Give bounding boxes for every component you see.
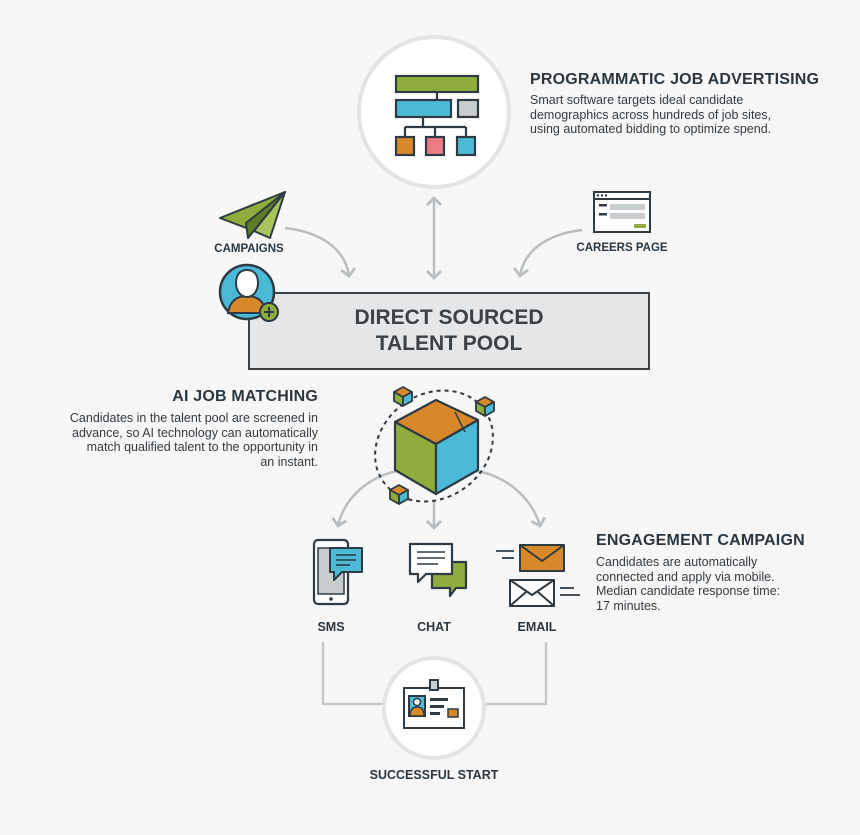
engagement-title: ENGAGEMENT CAMPAIGN xyxy=(596,532,805,549)
talent-pool-box: DIRECT SOURCED TALENT POOL xyxy=(248,292,650,370)
matching-line: Candidates in the talent pool are screen… xyxy=(69,411,318,425)
engagement-line: Candidates are automatically xyxy=(596,555,758,569)
arrow-careers xyxy=(513,228,583,278)
matching-line: match qualified talent to the opportunit… xyxy=(86,440,318,454)
programmatic-line: demographics across hundreds of job site… xyxy=(530,107,772,122)
arrow-sms xyxy=(331,468,405,528)
engagement-line: Median candidate response time: xyxy=(596,584,781,598)
engagement-line: connected and apply via mobile. xyxy=(596,569,775,584)
matching-line: an instant. xyxy=(260,454,318,469)
chat-label: CHAT xyxy=(417,620,451,634)
email-label: EMAIL xyxy=(517,620,557,634)
engagement-line: 17 minutes. xyxy=(596,598,661,613)
campaigns-label: CAMPAIGNS xyxy=(214,243,284,255)
pool-line-2: TALENT POOL xyxy=(375,332,523,355)
programmatic-line: Smart software targets ideal candidate xyxy=(530,93,744,107)
programmatic-description: Smart software targets ideal candidate d… xyxy=(530,93,771,137)
matching-title: AI JOB MATCHING xyxy=(172,388,318,405)
successful-start-label: SUCCESSFUL START xyxy=(369,768,499,782)
org-chart-icon xyxy=(394,74,480,157)
sms-label: SMS xyxy=(317,620,345,634)
matching-line: advance, so AI technology can automatica… xyxy=(72,425,318,440)
programmatic-line: using automated bidding to optimize spen… xyxy=(530,122,772,136)
bracket-to-start xyxy=(321,642,548,706)
arrow-campaigns xyxy=(284,226,357,278)
id-badge-icon xyxy=(403,679,465,729)
matching-description: Candidates in the talent pool are screen… xyxy=(30,411,318,469)
programmatic-title: PROGRAMMATIC JOB ADVERTISING xyxy=(530,71,820,88)
careers-page-label: CAREERS PAGE xyxy=(576,242,668,254)
pool-line-1: DIRECT SOURCED xyxy=(354,306,544,329)
engagement-description: Candidates are automatically connected a… xyxy=(596,555,780,613)
